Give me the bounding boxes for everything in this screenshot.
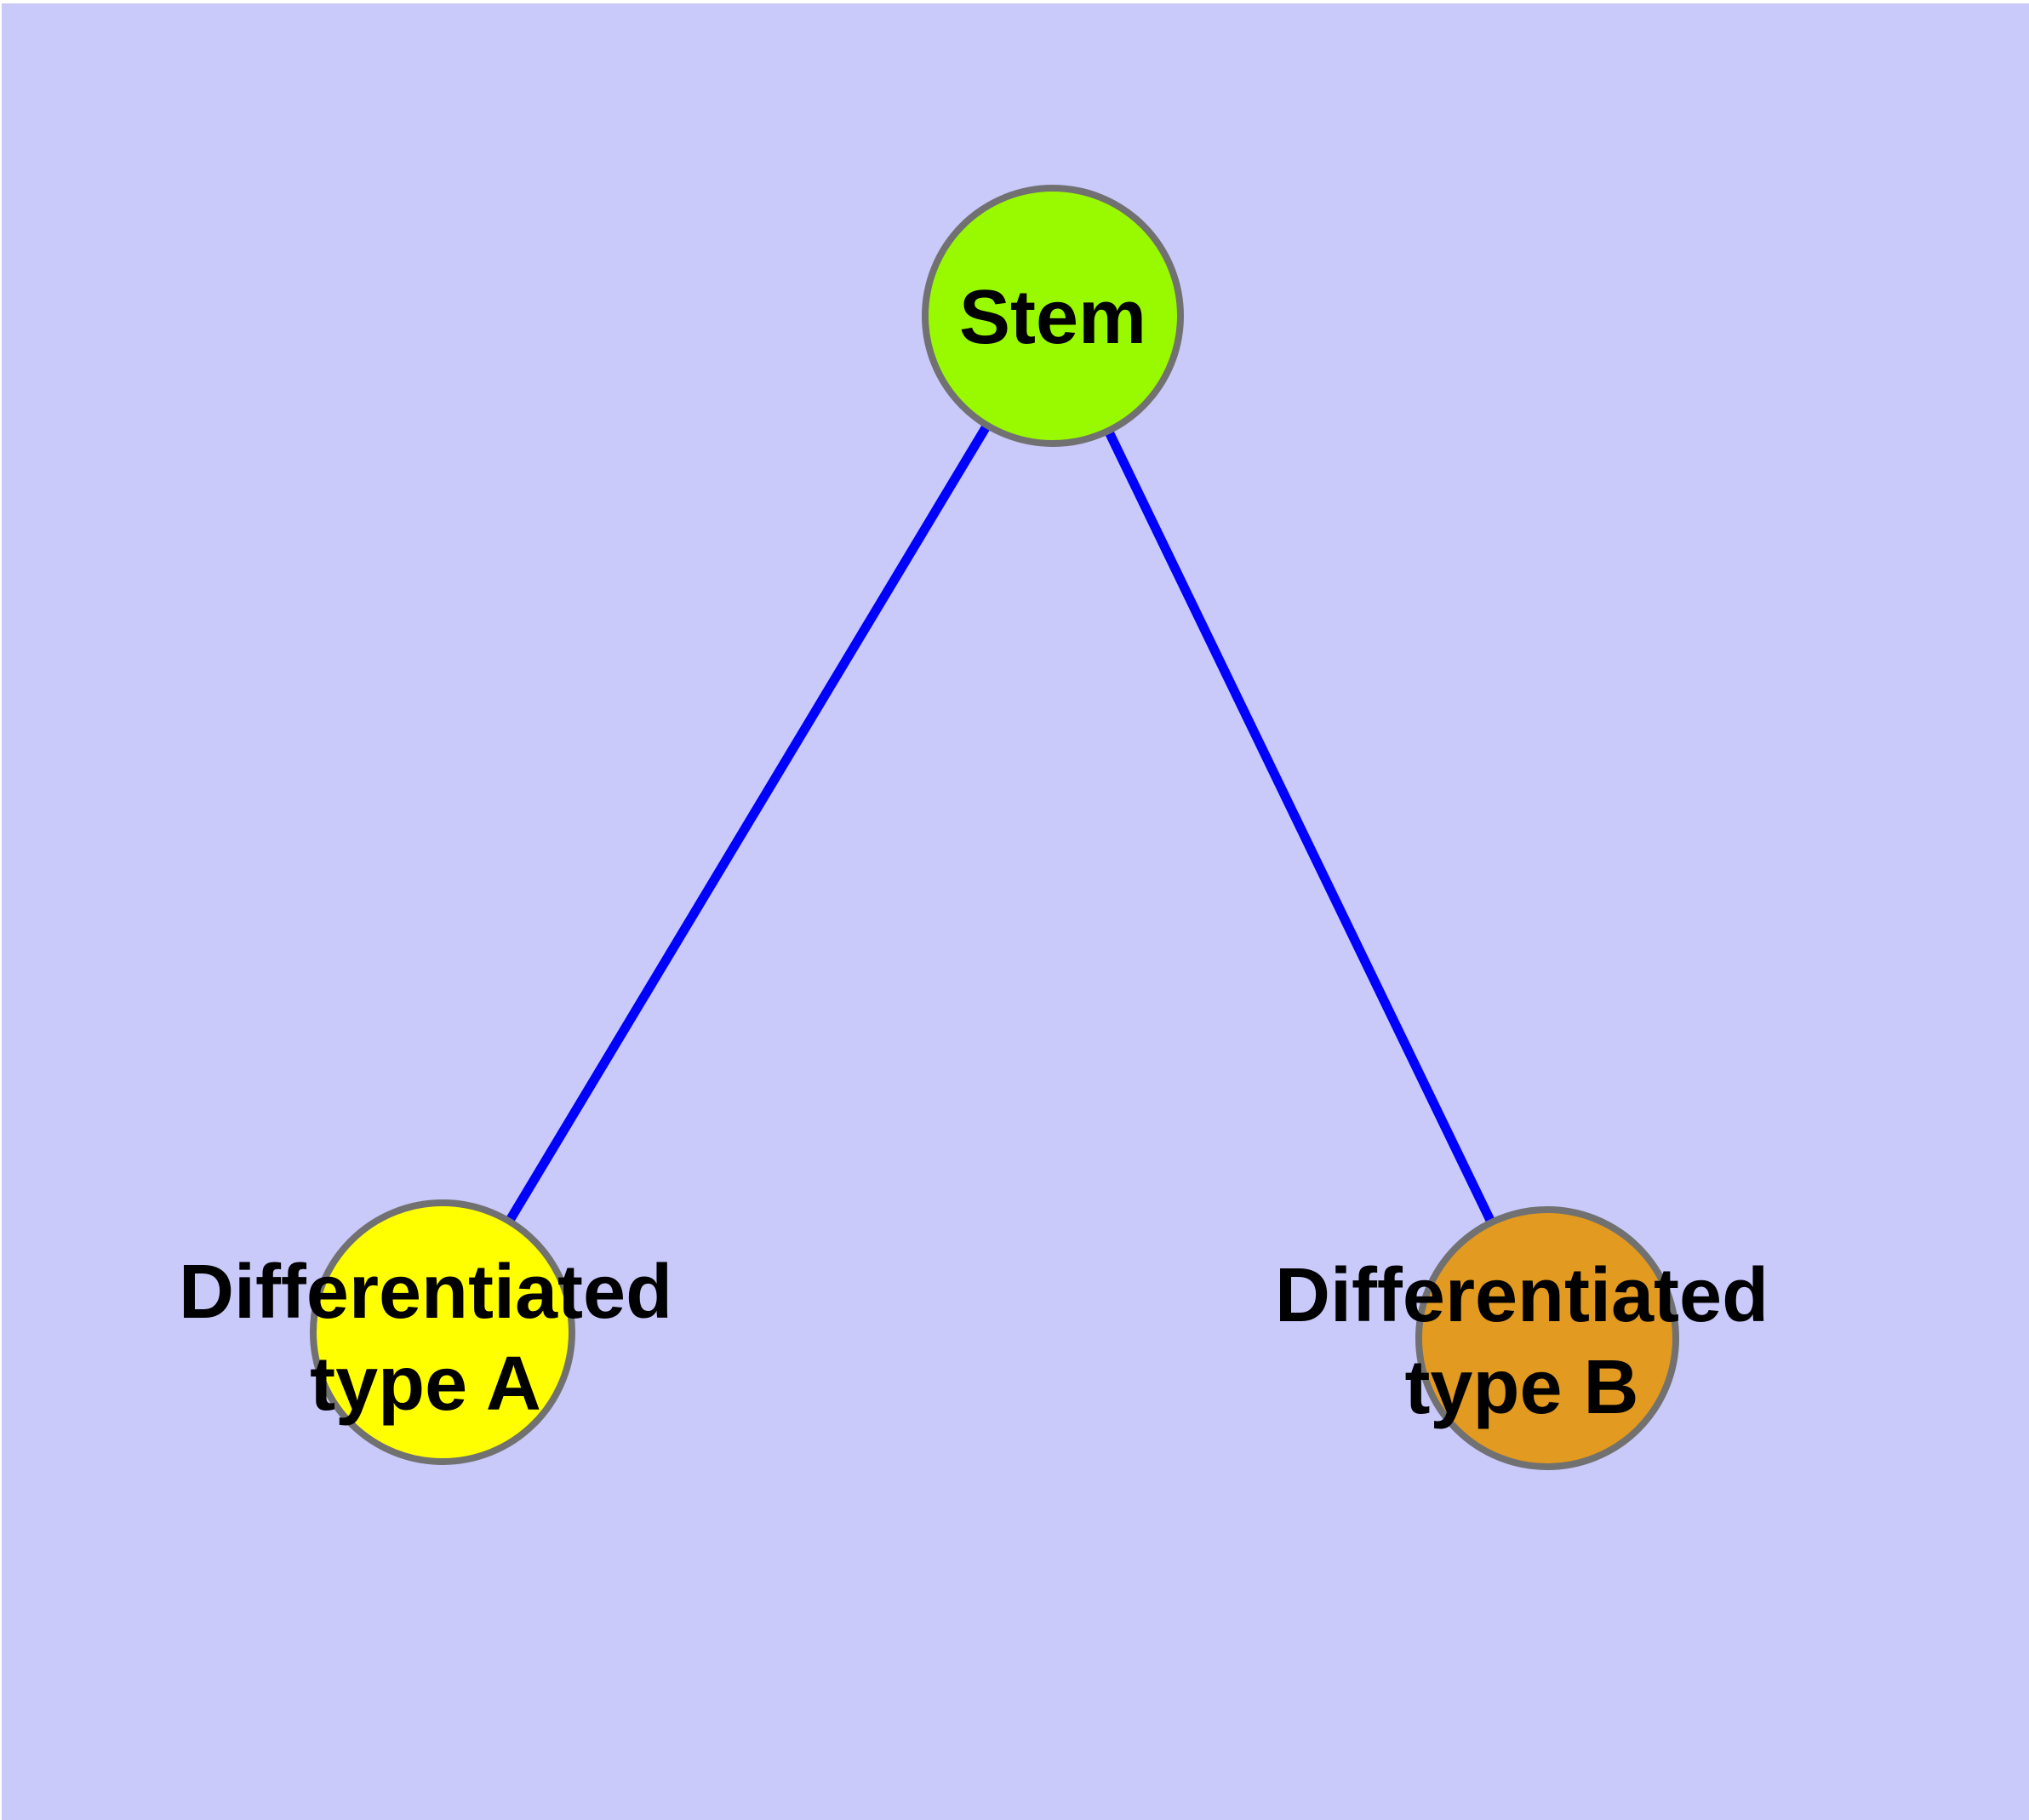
type-b-label-line2: type B xyxy=(1404,1345,1639,1430)
type-b-node-circle[interactable] xyxy=(1415,1206,1679,1470)
stem-node-label: Stem xyxy=(958,275,1147,360)
type-a-label-line1: Differentiated xyxy=(178,1250,673,1335)
type-a-node-label: Differentiated type A xyxy=(179,1246,672,1430)
type-a-node-circle[interactable] xyxy=(310,1199,575,1465)
type-b-node-label: Differentiated type B xyxy=(1275,1250,1769,1434)
edge-stem-to-type-a xyxy=(438,313,1057,1335)
type-a-label-line2: type A xyxy=(310,1342,541,1427)
edge-stem-to-type-b xyxy=(1049,313,1552,1341)
type-b-label-line1: Differentiated xyxy=(1274,1253,1769,1338)
stem-node-circle[interactable] xyxy=(922,185,1184,447)
